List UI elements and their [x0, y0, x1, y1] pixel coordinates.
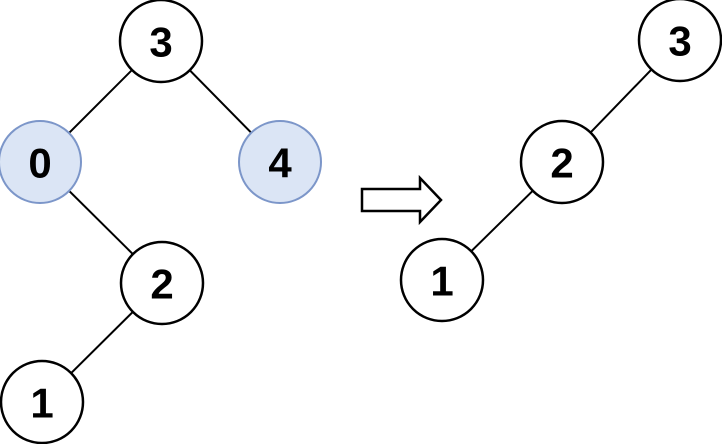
node-label: 2: [150, 261, 173, 308]
tree-node-before-4: 4: [238, 120, 322, 204]
tree-node-after-2: 2: [519, 119, 605, 205]
node-label: 1: [430, 258, 453, 305]
node-circle: [0, 120, 82, 204]
node-circle: [119, 240, 205, 326]
node-label: 1: [30, 380, 53, 427]
node-circle: [519, 119, 605, 205]
node-circle: [0, 359, 85, 444]
node-label: 2: [550, 140, 573, 187]
node-circle: [637, 0, 722, 83]
tree-node-before-2: 2: [119, 240, 205, 326]
tree-node-after-1: 1: [399, 237, 485, 323]
node-label: 4: [268, 140, 292, 187]
node-label: 3: [668, 18, 691, 65]
node-circle: [399, 237, 485, 323]
node-circle: [118, 0, 204, 84]
tree-node-before-0: 0: [0, 120, 82, 204]
node-label: 3: [149, 19, 172, 66]
node-circle: [238, 120, 322, 204]
tree-node-after-3: 3: [637, 0, 722, 83]
tree-node-before-1: 1: [0, 359, 85, 444]
node-label: 0: [28, 140, 51, 187]
tree-node-before-3: 3: [118, 0, 204, 84]
transform-arrow-icon: [360, 174, 443, 226]
